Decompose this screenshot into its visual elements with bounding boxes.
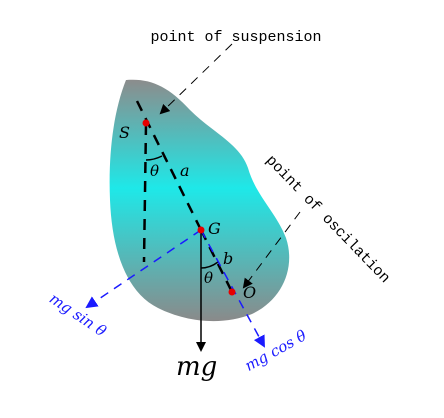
point-S [142, 119, 150, 127]
axis-dashed-line-lower [199, 229, 235, 295]
point-O [228, 288, 236, 296]
suspension-leader-line [159, 43, 233, 115]
lower-angle-arc [200, 261, 219, 269]
label-a: a [180, 161, 190, 180]
mg-cos-theta-arrow [200, 229, 265, 348]
point-G [197, 226, 205, 234]
label-theta-upper: θ [150, 162, 159, 180]
label-G: G [208, 219, 221, 238]
pendulum-body [109, 79, 290, 322]
label-mg-sin-theta: mg sin θ [46, 289, 110, 340]
label-mg: mg [176, 352, 217, 382]
label-O: O [243, 283, 256, 302]
vertical-dashed-line [142, 123, 148, 263]
label-S: S [119, 123, 130, 142]
point-of-suspension-label: point of suspension [150, 29, 321, 46]
mg-sin-theta-arrow [85, 229, 202, 309]
label-mg-cos-theta: mg cos θ [242, 326, 310, 374]
label-theta-lower: θ [204, 269, 213, 287]
label-b: b [223, 249, 233, 268]
upper-angle-arc [145, 155, 163, 161]
